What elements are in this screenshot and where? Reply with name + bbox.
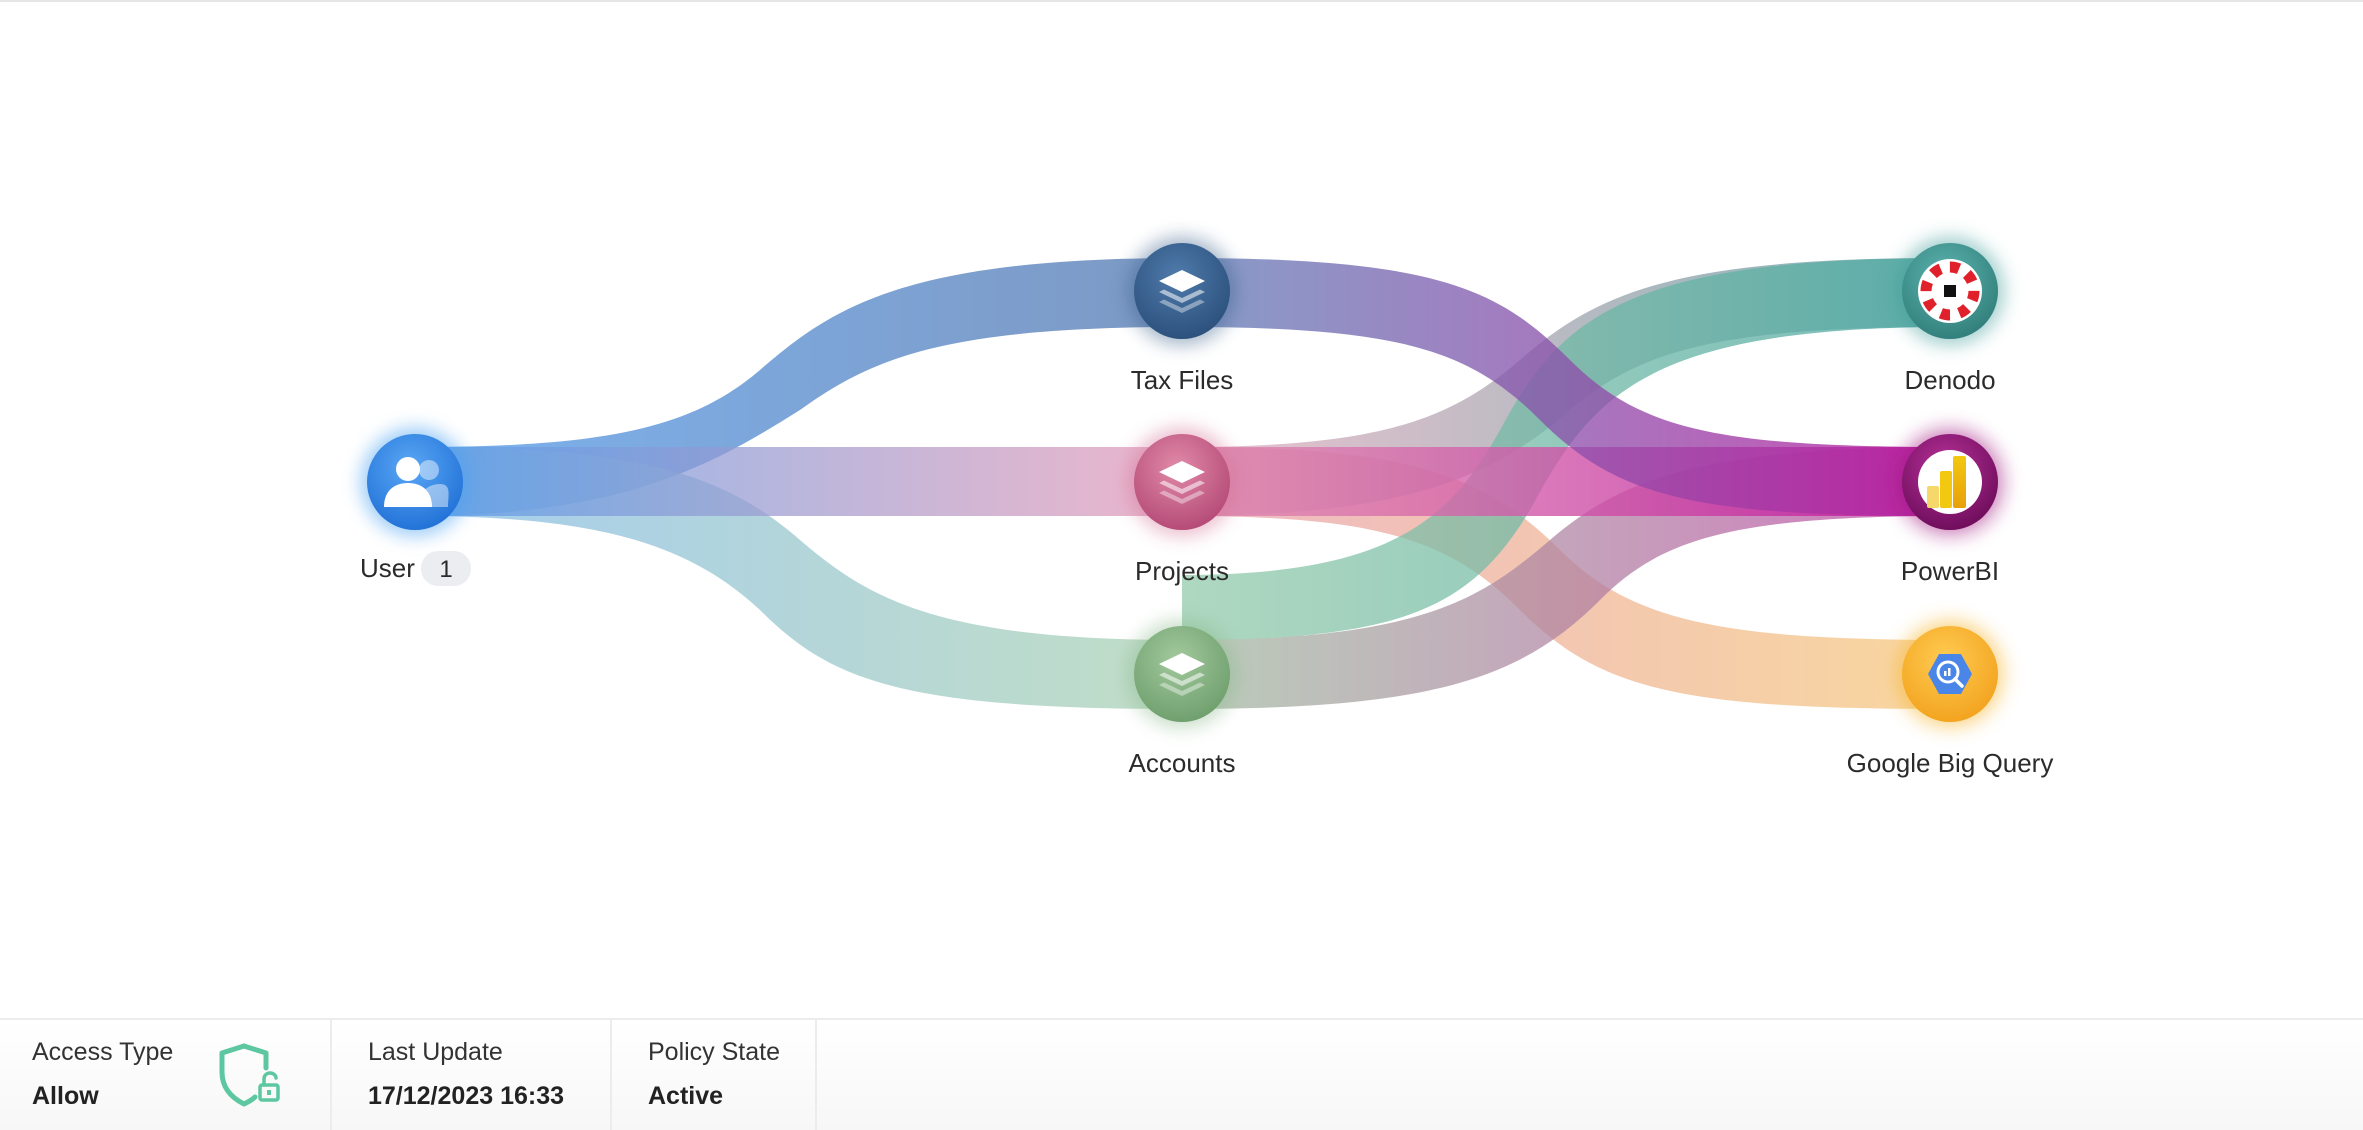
node-denodo[interactable] bbox=[1896, 237, 2004, 345]
access-type-cell: Access Type Allow bbox=[0, 1020, 332, 1130]
user-count-badge: 1 bbox=[421, 551, 471, 586]
flow-tax-files-to-powerbi bbox=[1182, 258, 1950, 516]
dataset-label-tax-files: Tax Files bbox=[1131, 365, 1234, 395]
dataset-label-accounts: Accounts bbox=[1129, 748, 1236, 778]
policy-state-value: Active bbox=[648, 1082, 724, 1110]
last-update-cell: Last Update 17/12/2023 16:33 bbox=[332, 1020, 612, 1130]
powerbi-logo-icon bbox=[1918, 450, 1982, 514]
dataset-label-projects: Projects bbox=[1135, 556, 1229, 586]
node-powerbi[interactable] bbox=[1896, 428, 2004, 536]
policy-info-footer: Access Type Allow Last Update 17/12/2023… bbox=[0, 1018, 2363, 1130]
bigquery-logo-icon bbox=[1928, 654, 1972, 694]
policy-state-label: Policy State bbox=[648, 1038, 781, 1066]
access-type-label: Access Type bbox=[32, 1038, 174, 1066]
last-update-label: Last Update bbox=[368, 1038, 503, 1066]
last-update-value: 17/12/2023 16:33 bbox=[368, 1082, 565, 1110]
denodo-logo-icon bbox=[1918, 259, 1982, 323]
destination-label-google-big-query: Google Big Query bbox=[1847, 748, 2054, 778]
shield-unlock-icon bbox=[218, 1042, 282, 1108]
destination-label-denodo: Denodo bbox=[1904, 365, 1995, 395]
access-flow-graph: User 1 Tax Files Projects Accounts Denod… bbox=[360, 237, 2054, 778]
flow-user-to-projects bbox=[415, 447, 1182, 516]
access-type-value: Allow bbox=[32, 1082, 99, 1110]
users-icon bbox=[384, 457, 449, 507]
svg-text:1: 1 bbox=[439, 556, 452, 583]
node-user[interactable] bbox=[361, 428, 469, 536]
node-google-big-query[interactable] bbox=[1896, 620, 2004, 728]
node-projects[interactable] bbox=[1128, 428, 1236, 536]
node-accounts[interactable] bbox=[1128, 620, 1236, 728]
top-divider bbox=[0, 0, 2363, 2]
destination-label-powerbi: PowerBI bbox=[1901, 556, 1999, 586]
node-tax-files[interactable] bbox=[1128, 237, 1236, 345]
source-label: User bbox=[360, 553, 415, 583]
policy-state-cell: Policy State Active bbox=[612, 1020, 817, 1130]
